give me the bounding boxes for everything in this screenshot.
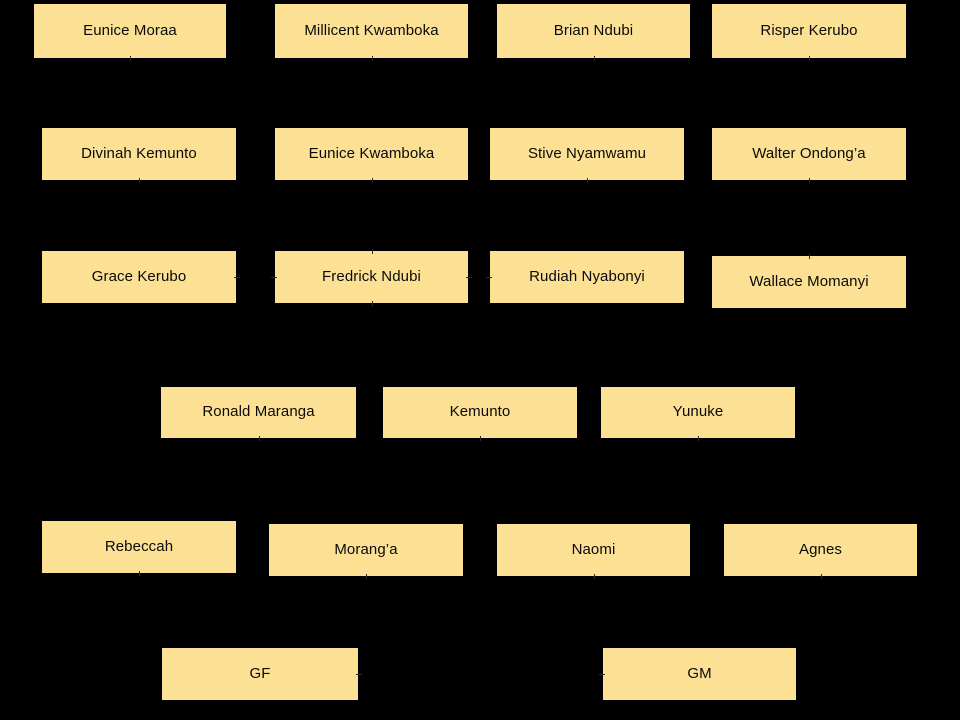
connector-stub-bottom-icon: [371, 301, 373, 306]
tree-node[interactable]: Eunice Moraa: [34, 4, 226, 58]
connector-stub-bottom-icon: [371, 56, 373, 61]
connector-stub-top-icon: [809, 254, 810, 259]
connector-stub-bottom-icon: [809, 56, 810, 61]
tree-node[interactable]: Yunuke: [601, 387, 795, 438]
tree-node[interactable]: Walter Ondong’a: [712, 128, 906, 180]
connector-stub-bottom-icon: [593, 56, 595, 61]
tree-node[interactable]: GF: [162, 648, 358, 700]
tree-node[interactable]: Divinah Kemunto: [42, 128, 236, 180]
tree-node[interactable]: Wallace Momanyi: [712, 256, 906, 308]
tree-node[interactable]: Ronald Maranga: [161, 387, 356, 438]
tree-node[interactable]: Fredrick Ndubi: [275, 251, 468, 303]
tree-node[interactable]: Stive Nyamwamu: [490, 128, 684, 180]
connector-stub-right-icon: [356, 674, 362, 675]
connector-stub-bottom-icon: [139, 571, 140, 576]
tree-node[interactable]: Grace Kerubo: [42, 251, 236, 303]
connector-stub-left-icon: [271, 277, 277, 278]
connector-stub-bottom-icon: [371, 178, 373, 183]
connector-stub-bottom-icon: [698, 436, 699, 441]
tree-node[interactable]: Eunice Kwamboka: [275, 128, 468, 180]
tree-node[interactable]: Millicent Kwamboka: [275, 4, 468, 58]
connector-stub-bottom-icon: [258, 436, 260, 441]
connector-stub-left-icon: [599, 674, 605, 675]
connector-stub-right-icon: [234, 277, 240, 278]
tree-node[interactable]: GM: [603, 648, 796, 700]
connector-stub-right-icon: [466, 277, 472, 278]
tree-node[interactable]: Naomi: [497, 524, 690, 576]
connector-stub-bottom-icon: [820, 574, 822, 579]
connector-stub-bottom-icon: [809, 178, 810, 183]
tree-node[interactable]: Agnes: [724, 524, 917, 576]
tree-node[interactable]: Kemunto: [383, 387, 577, 438]
tree-node[interactable]: Rebeccah: [42, 521, 236, 573]
connector-stub-bottom-icon: [587, 178, 588, 183]
tree-node[interactable]: Brian Ndubi: [497, 4, 690, 58]
connector-stub-left-icon: [486, 277, 492, 278]
tree-node[interactable]: Rudiah Nyabonyi: [490, 251, 684, 303]
connector-stub-bottom-icon: [130, 56, 131, 61]
tree-node[interactable]: Morang’a: [269, 524, 463, 576]
tree-node[interactable]: Risper Kerubo: [712, 4, 906, 58]
connector-stub-bottom-icon: [139, 178, 140, 183]
connector-stub-bottom-icon: [366, 574, 367, 579]
connector-stub-top-icon: [371, 249, 373, 254]
connector-stub-bottom-icon: [593, 574, 595, 579]
connector-stub-bottom-icon: [480, 436, 481, 441]
